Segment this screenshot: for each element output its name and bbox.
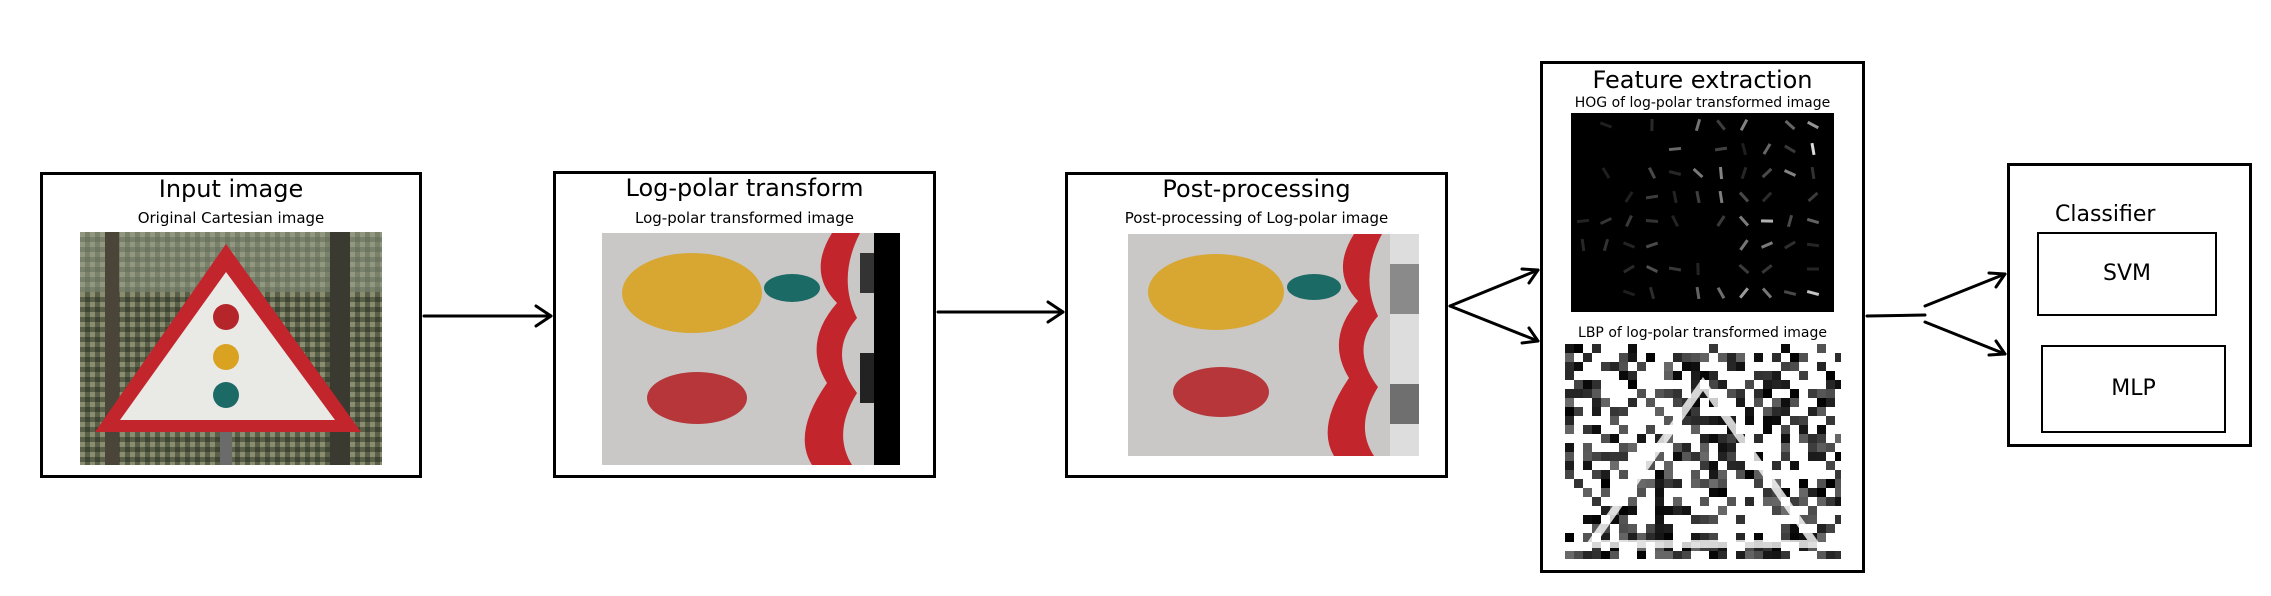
lbp-label: LBP of log-polar transformed image xyxy=(1578,325,1827,341)
arrow-to-svm xyxy=(1923,271,2007,308)
feature-extraction-box: Feature extraction HOG of log-polar tran… xyxy=(1540,61,1865,573)
input-image-title: Input image xyxy=(158,175,304,203)
log-polar-subtitle: Log-polar transformed image xyxy=(635,209,854,227)
lbp-image xyxy=(1565,344,1841,559)
hog-image xyxy=(1571,113,1834,312)
feature-extraction-title: Feature extraction xyxy=(1592,66,1813,94)
mlp-box: MLP xyxy=(2041,345,2226,433)
arrow-to-mlp xyxy=(1923,320,2007,357)
traffic-sign-image xyxy=(80,232,382,465)
post-processing-box: Post-processing Post-processing of Log-p… xyxy=(1065,172,1448,478)
classifier-title: Classifier xyxy=(2055,202,2156,227)
post-processing-subtitle: Post-processing of Log-polar image xyxy=(1124,209,1389,227)
input-image-box: Input image Original Cartesian image xyxy=(40,172,422,478)
svm-box: SVM xyxy=(2037,232,2217,316)
arrow-logpolar-to-post xyxy=(936,300,1065,324)
log-polar-title: Log-polar transform xyxy=(625,174,864,202)
hog-label: HOG of log-polar transformed image xyxy=(1574,95,1831,111)
arrow-post-to-lbp xyxy=(1448,304,1540,345)
input-image-subtitle: Original Cartesian image xyxy=(137,209,325,227)
arrow-post-to-hog xyxy=(1448,267,1540,308)
log-polar-box: Log-polar transform Log-polar transforme… xyxy=(553,171,936,478)
classifier-box: Classifier SVM MLP xyxy=(2007,163,2252,447)
post-processed-image xyxy=(1128,234,1419,456)
post-processing-title: Post-processing xyxy=(1162,175,1351,203)
log-polar-image xyxy=(602,233,900,465)
arrow-features-line xyxy=(1865,313,1927,318)
arrow-input-to-logpolar xyxy=(422,304,553,328)
